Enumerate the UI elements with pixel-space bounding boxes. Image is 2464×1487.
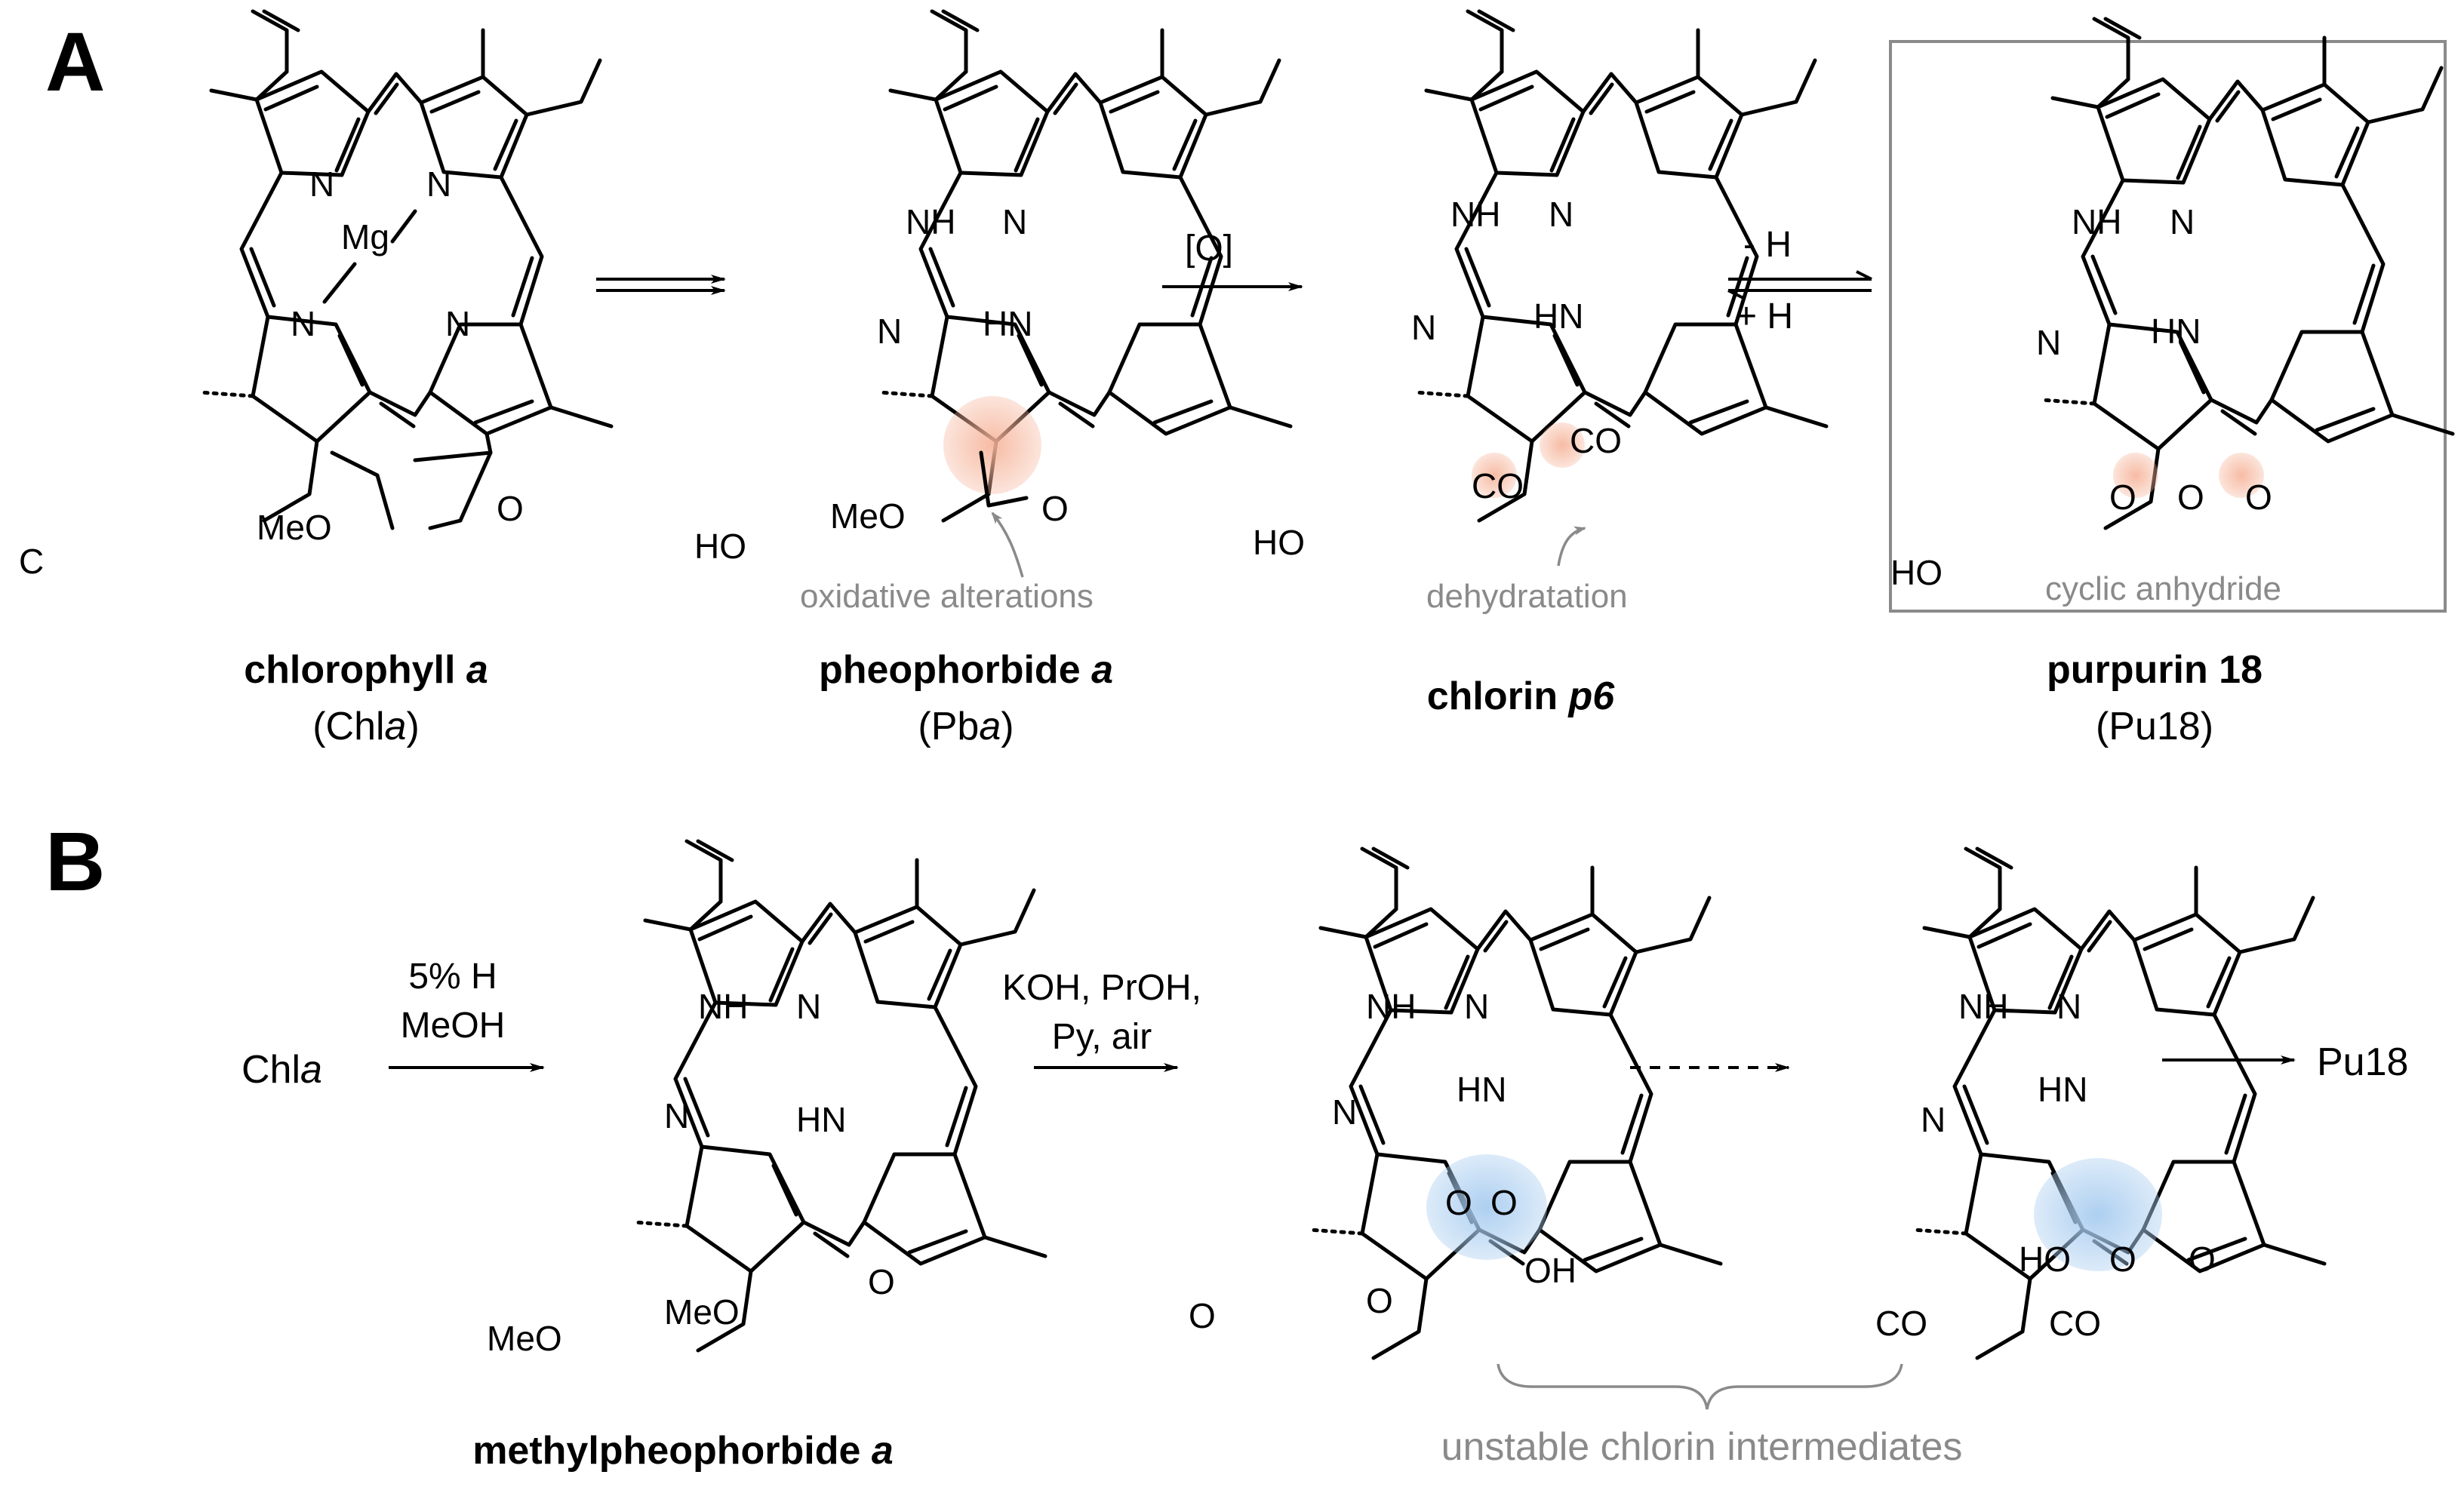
purpurin-18-structure: NH N N HN O O O HO [1890, 19, 2453, 592]
svg-text:N: N [2036, 323, 2061, 362]
abbr-pba: (Pba) [918, 705, 1014, 748]
note-unstable: unstable chlorin intermediates [1441, 1425, 1963, 1469]
lactone-intermediate-structure: NH N N HN HO O O CO CO [1875, 849, 2324, 1358]
reagent-oxidation: [O] [1185, 229, 1233, 269]
name-pba: pheophorbide a [819, 648, 1113, 692]
chlorin-p6-structure: NH N N HN CO CO HO [1253, 11, 1826, 567]
svg-text:NH: NH [1450, 195, 1500, 234]
svg-text:N: N [877, 312, 902, 351]
svg-text:N: N [1464, 987, 1489, 1026]
svg-text:N: N [1549, 195, 1573, 234]
pheophorbide-a-structure: NH N N HN MeO O HO [694, 11, 1290, 578]
svg-text:MeO: MeO [830, 496, 906, 536]
note-oxidative: oxidative alterations [800, 578, 1094, 615]
svg-text:N: N [1921, 1100, 1946, 1139]
svg-text:HN: HN [1533, 296, 1583, 336]
pu18-highlight-box [1889, 40, 2447, 613]
name-pu18: purpurin 18 [2047, 648, 2263, 692]
unstable-brace [1497, 1363, 1903, 1410]
svg-text:N: N [1002, 202, 1027, 241]
panel-label-b: B [45, 816, 105, 908]
name-mepba: methylpheophorbide a [472, 1429, 894, 1473]
svg-text:N: N [796, 987, 821, 1026]
svg-text:CO: CO [2049, 1304, 2101, 1343]
svg-text:N: N [426, 164, 451, 204]
reagent-plus-water: + H [1736, 296, 1793, 336]
end-pu18: Pu18 [2317, 1040, 2408, 1084]
abbr-pu18: (Pu18) [2096, 705, 2213, 748]
reagent-base-line2: Py, air [1052, 1017, 1152, 1057]
reagent-minus-water: - H [1743, 225, 1792, 265]
svg-text:MeO: MeO [487, 1319, 562, 1358]
name-chla: chlorophyll a [244, 648, 488, 692]
svg-text:HN: HN [796, 1100, 846, 1139]
svg-text:NH: NH [1958, 987, 2008, 1026]
svg-text:N: N [1332, 1092, 1357, 1132]
svg-text:OH: OH [1524, 1251, 1577, 1290]
svg-text:O: O [868, 1262, 895, 1301]
svg-text:HO: HO [2019, 1240, 2071, 1279]
note-anhydride: cyclic anhydride [2045, 570, 2281, 607]
svg-text:NH: NH [2072, 202, 2121, 241]
svg-text:N: N [445, 304, 470, 343]
svg-text:NH: NH [698, 987, 748, 1026]
svg-text:O: O [1445, 1183, 1472, 1222]
svg-text:N: N [664, 1096, 689, 1135]
svg-text:N: N [309, 164, 334, 204]
svg-text:O: O [2177, 478, 2204, 517]
reagent-acid-line2: MeOH [401, 1006, 506, 1046]
svg-text:O: O [1490, 1183, 1518, 1222]
svg-text:HN: HN [1457, 1070, 1506, 1109]
svg-text:HO: HO [1253, 523, 1305, 562]
svg-text:O: O [2109, 478, 2136, 517]
svg-text:N: N [2170, 202, 2195, 241]
svg-text:NH: NH [906, 202, 955, 241]
svg-text:N: N [2056, 987, 2081, 1026]
svg-text:HO: HO [1890, 553, 1943, 592]
svg-text:CO: CO [1875, 1304, 1927, 1343]
reagent-acid-line1: 5% H [408, 957, 497, 997]
svg-text:N: N [291, 304, 315, 343]
svg-text:O: O [1041, 489, 1069, 528]
svg-text:CO: CO [1472, 466, 1524, 505]
svg-text:O: O [497, 489, 524, 528]
svg-text:CO: CO [1570, 421, 1622, 460]
pba-highlight [943, 396, 1041, 494]
svg-text:HN: HN [2038, 1070, 2087, 1109]
svg-text:HN: HN [2151, 312, 2201, 351]
atom-mg: Mg [341, 217, 389, 257]
methylpheophorbide-a-structure: NH N N HN MeO O MeO [487, 841, 1045, 1358]
note-dehydratation: dehydratation [1426, 578, 1628, 615]
abbr-chla: (Chla) [312, 705, 420, 748]
svg-text:N: N [1411, 308, 1436, 347]
svg-text:NH: NH [1366, 987, 1416, 1026]
chlorophyll-a-structure: Mg N N N N MeO O C [19, 11, 611, 581]
svg-text:O: O [2109, 1240, 2136, 1279]
svg-text:O: O [2245, 478, 2272, 517]
epoxide-intermediate-structure: NH N N HN O O OH O O [1189, 849, 1721, 1358]
svg-text:O: O [1366, 1281, 1393, 1320]
panel-label-a: A [45, 16, 105, 109]
svg-text:HO: HO [694, 527, 746, 566]
svg-text:MeO: MeO [664, 1292, 740, 1332]
start-chla: Chla [241, 1048, 322, 1092]
reagent-base-line1: KOH, PrOH, [1002, 968, 1201, 1008]
name-p6: chlorin p6 [1427, 674, 1616, 718]
svg-text:O: O [1189, 1296, 1216, 1335]
svg-text:O: O [2189, 1240, 2216, 1279]
svg-text:HN: HN [983, 304, 1032, 343]
svg-text:MeO: MeO [257, 508, 332, 547]
svg-text:C: C [19, 542, 44, 581]
